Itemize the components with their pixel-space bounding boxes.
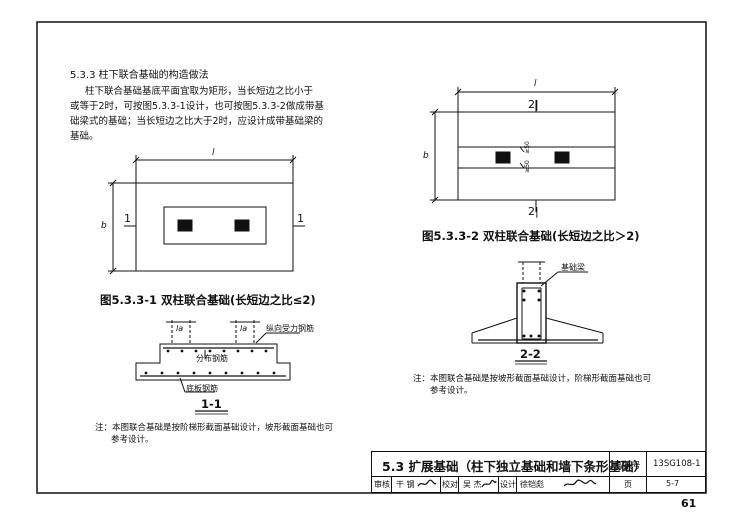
- fig2-gap-top: ≥50: [523, 141, 531, 154]
- section11-drawing: [135, 320, 300, 393]
- s11-la-left: la: [176, 324, 184, 333]
- footing-outline: [135, 182, 294, 272]
- fig1-dim-b: b: [101, 221, 107, 231]
- fig2-gap-bottom: ≥50: [523, 160, 531, 173]
- section22-rebars: [522, 289, 541, 338]
- paragraph-line-2: 或等于2时，可按图5.3.3-1设计，也可按图5.3.3-2做成带基: [70, 101, 324, 112]
- s22-title: 2-2: [520, 347, 541, 361]
- column-right: [234, 219, 250, 232]
- fig1-section-mark-left: 1: [124, 212, 131, 225]
- paragraph-line-3: 础梁式的基础；当长短边之比大于2时，应设计成带基础梁的: [70, 116, 324, 127]
- fig2-caption: 图5.3.3-2 双柱联合基础(长短边之比＞2): [422, 229, 640, 243]
- column-left: [177, 219, 193, 232]
- s11-label-distribution-bars: 分布钢筋: [196, 354, 228, 363]
- review-label: 审核: [374, 480, 390, 489]
- slope-right: [545, 317, 604, 334]
- note-left-line-1: 注：本图联合基础是按阶梯形截面基础设计，坡形截面基础也可: [95, 423, 334, 433]
- title-block-title: 5.3 扩展基础（柱下独立基础和墙下条形基础）: [382, 459, 646, 474]
- page-no: 5-7: [666, 479, 680, 488]
- design-label: 设计: [500, 480, 516, 489]
- s11-la-right: la: [240, 324, 248, 333]
- fig1-dim-l: l: [212, 148, 215, 158]
- figure1-plan: [108, 155, 305, 275]
- sheet-border: [36, 21, 707, 494]
- s11-title: 1-1: [201, 397, 222, 411]
- page-label: 页: [624, 480, 632, 489]
- fig2-dim-b: b: [423, 151, 429, 161]
- slope-left: [471, 317, 518, 334]
- footing-outline: [457, 111, 616, 201]
- design-signature: [563, 479, 597, 487]
- check-signature: [481, 479, 497, 488]
- note-right-line-1: 注：本图联合基础是按坡形截面基础设计，阶梯形截面基础也可: [413, 374, 652, 384]
- check-name: 吴 杰: [463, 480, 482, 489]
- section-heading: 5.3.3 柱下联合基础的构造做法: [70, 70, 209, 81]
- fig1-section-mark-right: 1: [297, 212, 304, 225]
- paragraph-line-1: 柱下联合基础基底平面宜取为矩形，当长短边之比小于: [85, 86, 314, 97]
- page-number: 61: [681, 497, 697, 510]
- fig2-section-mark-top: 2|: [528, 98, 539, 111]
- s22-label-beam: 基础梁: [561, 263, 585, 272]
- title-block-atlas-label: 图集号: [615, 461, 641, 471]
- title-block: 5.3 扩展基础（柱下独立基础和墙下条形基础） 图集号 13SG108-1 审核…: [371, 451, 706, 493]
- column-left: [495, 151, 511, 164]
- beam-section: [516, 282, 547, 344]
- title-block-atlas-no: 13SG108-1: [653, 459, 701, 469]
- s11-label-bottom-bars: 底板钢筋: [186, 384, 218, 393]
- note-left-line-2: 参考设计。: [111, 435, 154, 445]
- design-name: 徐铠彪: [520, 480, 544, 489]
- fig2-section-mark-bottom: 2|: [528, 205, 539, 218]
- beam-outline: [163, 206, 267, 245]
- paragraph-line-4: 基础。: [70, 131, 99, 142]
- figure2-plan: [430, 87, 619, 212]
- review-name: 干 钢: [396, 480, 415, 489]
- fig2-dim-l: l: [534, 79, 537, 89]
- note-right-line-2: 参考设计。: [430, 386, 473, 396]
- fig1-caption: 图5.3.3-1 双柱联合基础(长短边之比≤2): [100, 293, 316, 307]
- section22-drawing: [471, 261, 604, 344]
- section11-rebars: [144, 349, 276, 375]
- step-outline: [135, 343, 291, 381]
- s11-label-long-bars: 纵向受力钢筋: [266, 324, 314, 333]
- check-label: 校对: [442, 480, 458, 489]
- column-right: [554, 151, 570, 164]
- review-signature: [417, 479, 437, 487]
